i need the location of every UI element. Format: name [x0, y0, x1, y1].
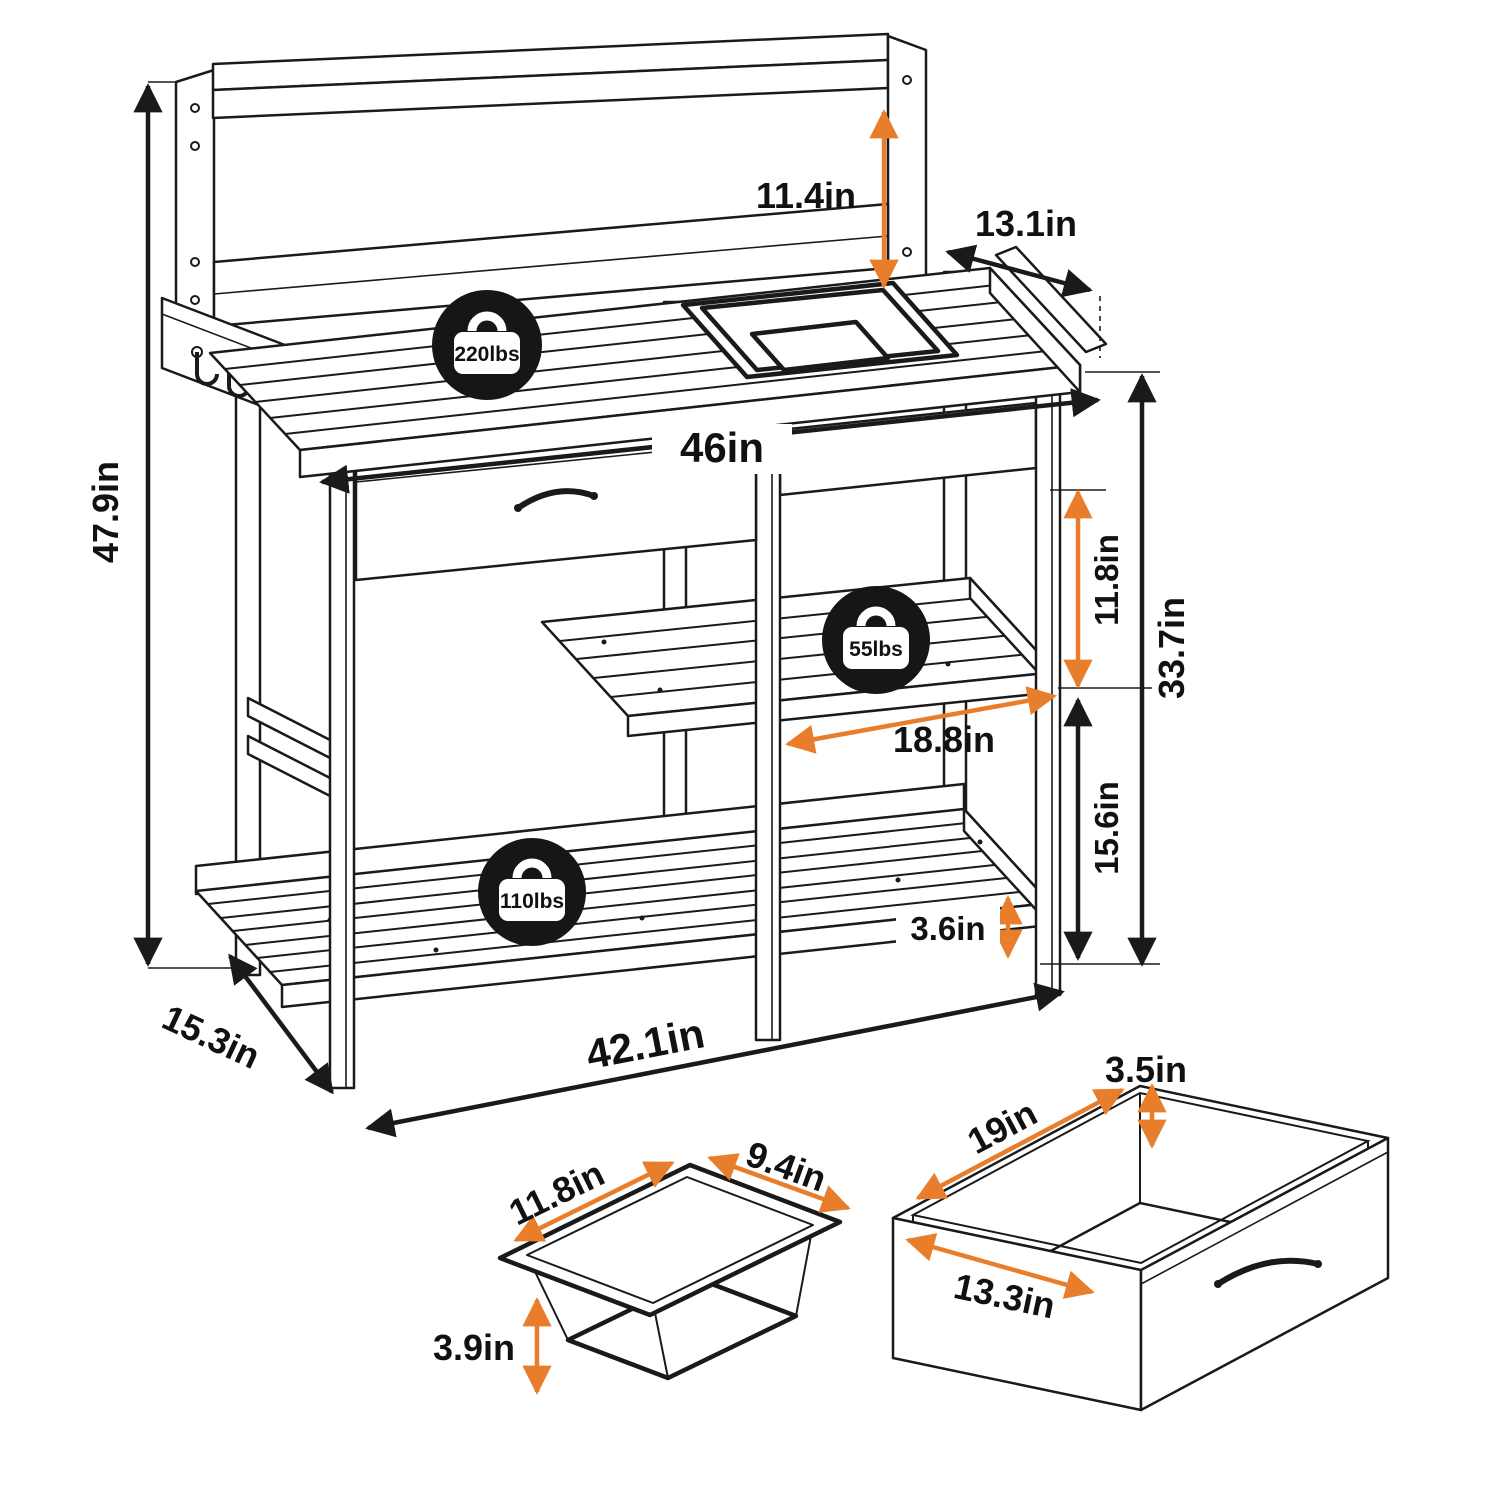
dim-shelf-to-ground-label: 15.6in — [1088, 781, 1125, 875]
dim-overall-height-label: 47.9in — [85, 461, 126, 563]
weight-icon — [499, 858, 565, 921]
drawer-pull-handle — [1214, 1257, 1322, 1288]
dim-frame-width-label: 42.1in — [582, 1009, 708, 1078]
dim-top-to-shelf-label: 11.8in — [1088, 534, 1125, 626]
weight-icon — [454, 311, 520, 374]
dim-top-depth-label: 13.1in — [975, 203, 1077, 244]
dim-top-width-label: 46in — [680, 424, 764, 471]
dim-foot-label: 3.6in — [910, 910, 985, 947]
load-badge-middle: 55lbs — [822, 586, 930, 694]
dim-shelf-to-top-label: 11.4in — [756, 175, 856, 216]
sink-depth-label: 3.9in — [433, 1327, 515, 1368]
dimension-arrows-black — [133, 83, 1157, 1138]
dimension-arrows-orange — [513, 109, 1167, 1395]
sink-cutout — [680, 280, 960, 380]
dim-middle-shelf-label: 18.8in — [893, 719, 995, 760]
drawer-height-label: 3.5in — [1105, 1049, 1187, 1090]
load-top-label: 220lbs — [454, 343, 519, 366]
middle-shelf — [540, 576, 1058, 738]
load-badge-bottom: 110lbs — [478, 838, 586, 946]
load-middle-label: 55lbs — [849, 638, 903, 661]
weight-icon — [843, 606, 909, 669]
dimension-labels: 11.4in 13.1in 47.9in 46in 11.8in 33.7in … — [85, 175, 1192, 1368]
load-badge-top: 220lbs — [432, 290, 542, 400]
dim-top-to-ground-label: 33.7in — [1151, 597, 1192, 699]
bottom-shelf — [194, 782, 1052, 1009]
load-bottom-label: 110lbs — [500, 890, 564, 913]
dim-frame-depth-label: 15.3in — [156, 997, 266, 1077]
